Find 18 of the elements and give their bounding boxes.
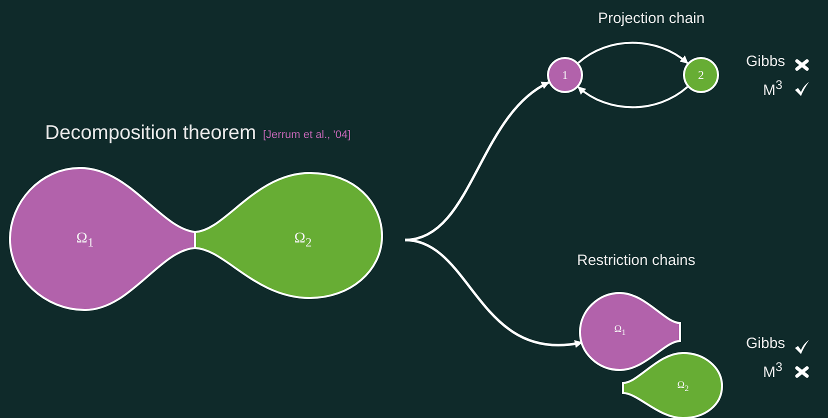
citation-text: [Jerrum et al., '04] xyxy=(263,129,351,142)
region-label: 1 xyxy=(562,69,568,81)
arrow xyxy=(404,81,550,242)
heading-text: Decomposition theorem xyxy=(45,122,256,144)
region-label: Ω$_{2}$ xyxy=(294,231,312,249)
section-heading: Restriction chains xyxy=(577,253,696,270)
region-label: Ω$_{2}$ xyxy=(677,380,689,394)
arrow xyxy=(578,42,688,64)
section-heading: Projection chain xyxy=(598,11,705,28)
region-label: 2 xyxy=(698,69,704,81)
region-label: Ω$_{1}$ xyxy=(76,231,94,249)
method-label: M$^{3}$ xyxy=(763,79,782,100)
arrow xyxy=(578,86,688,108)
region-label: Ω$_{1}$ xyxy=(614,324,626,338)
method-label: M$^{3}$ xyxy=(763,361,782,382)
method-label: Gibbs xyxy=(746,336,786,352)
method-label: Gibbs xyxy=(746,54,786,70)
arrow xyxy=(404,238,583,348)
